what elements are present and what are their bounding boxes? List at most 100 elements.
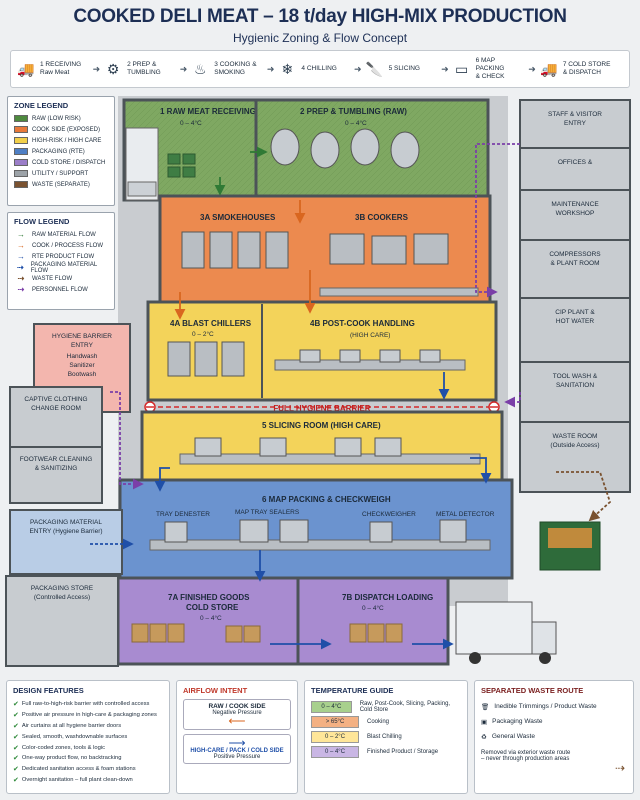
zone-legend: ZONE LEGEND RAW (LOW RISK)COOK SIDE (EXP… <box>7 96 115 206</box>
design-feature-text: Dedicated sanitation access & foam stati… <box>21 766 136 773</box>
zone-1-temp: 0 – 4°C <box>180 119 202 127</box>
flow-arrows <box>90 143 612 650</box>
floor-plan: 1 RAW MEAT RECEIVING 0 – 4°C 2 PREP & TU… <box>5 96 631 667</box>
zone-2-prep-tumbling: 2 PREP & TUMBLING (RAW) 0 – 4°C <box>254 98 490 202</box>
airflow-raw-label: RAW / COOK SIDE <box>208 703 266 710</box>
arrow-right-icon: ➜ <box>528 63 536 74</box>
zone-7a-temp: 0 – 4°C <box>200 614 222 622</box>
arrow-right-icon: ➜ <box>92 63 101 74</box>
check-icon: ✔ <box>13 755 19 763</box>
process-step: ⚙2 PREP & TUMBLING➜ <box>102 61 189 78</box>
process-step: 🔪5 SLICING➜ <box>364 61 451 78</box>
zone-7b-temp: 0 – 4°C <box>362 604 384 612</box>
process-flow-bar: 🚚1 RECEIVING Raw Meat➜⚙2 PREP & TUMBLING… <box>10 50 630 88</box>
right-room-name: OFFICES & <box>558 159 593 166</box>
design-feature-text: Air curtains at all hygiene barrier door… <box>21 722 122 729</box>
left-room-name: PACKAGING MATERIAL <box>30 519 102 526</box>
waste-route-label: General Waste <box>491 733 535 740</box>
left-room-name2: ENTRY <box>71 342 94 349</box>
check-icon: ✔ <box>13 733 19 741</box>
process-step-label: 1 RECEIVING Raw Meat <box>40 61 82 76</box>
left-room-name: CAPTIVE CLOTHING <box>24 396 87 403</box>
check-icon: ✔ <box>13 722 19 730</box>
process-step-label: 4 CHILLING <box>301 65 337 72</box>
zone-legend-item: WASTE (SEPARATE) <box>14 179 108 190</box>
steam-icon: ♨ <box>194 60 207 77</box>
temperature-guide-title: TEMPERATURE GUIDE <box>311 686 394 695</box>
waste-route-item: ♻General Waste <box>481 729 627 744</box>
zone-2-label: 2 PREP & TUMBLING (RAW) <box>300 107 407 116</box>
right-room-name: STAFF & VISITOR <box>548 111 602 118</box>
bottom-info-panels: DESIGN FEATURES ✔Full raw-to-high-risk b… <box>6 680 634 794</box>
process-step-label: 3 COOKING & SMOKING <box>214 61 257 76</box>
zone-legend-label: UTILITY / SUPPORT <box>32 170 89 177</box>
design-feature-text: Full raw-to-high-risk barrier with contr… <box>21 701 150 708</box>
waste-route-note: Removed via exterior waste route – never… <box>481 750 571 762</box>
arrow-right-icon: ➜ <box>441 63 449 74</box>
flow-legend-label: RTE PRODUCT FLOW <box>32 253 95 260</box>
right-room-name: WASTE ROOM <box>553 433 598 440</box>
process-step-label: 2 PREP & TUMBLING <box>127 61 161 76</box>
flow-legend-label: COOK / PROCESS FLOW <box>32 242 104 249</box>
process-step: ▭6 MAP PACKING & CHECK➜ <box>451 57 538 81</box>
waste-route-title: SEPARATED WASTE ROUTE <box>481 686 584 695</box>
temperature-range: 0 – 4°C <box>311 745 359 758</box>
design-feature-text: Positive air pressure in high-care & pac… <box>21 712 157 719</box>
truck-icon: 🚚 <box>17 60 35 77</box>
zone-4b-sub: (HIGH CARE) <box>350 332 390 339</box>
zone-7b-label: 7B DISPATCH LOADING <box>342 593 433 602</box>
right-room-name2: & PLANT ROOM <box>550 260 599 267</box>
process-step-label: 6 MAP PACKING & CHECK <box>475 57 505 80</box>
right-room-name: MAINTENANCE <box>551 201 599 208</box>
zone-color-swatch <box>14 148 28 155</box>
design-feature-item: ✔One-way product flow, no backtracking <box>13 753 163 764</box>
check-icon: ✔ <box>13 776 19 784</box>
zone-color-swatch <box>14 159 28 166</box>
temperature-desc: Cooking <box>367 718 390 725</box>
right-room-name2: WORKSHOP <box>556 210 595 217</box>
zone-legend-label: COLD STORE / DISPATCH <box>32 159 106 166</box>
zone-6-packing: 6 MAP PACKING & CHECKWEIGH TRAY DENESTER… <box>118 478 514 580</box>
flow-legend: FLOW LEGEND →RAW MATERIAL FLOW→COOK / PR… <box>7 212 115 310</box>
left-room-detail: Sanitizer <box>69 362 95 369</box>
flow-arrow-icon: → <box>17 252 25 261</box>
waste-route-arrow-icon: ⇢ <box>614 761 625 775</box>
zone-legend-item: PACKAGING (RTE) <box>14 146 108 157</box>
airflow-title: AIRFLOW INTENT <box>183 686 248 695</box>
flow-legend-item: ⇢ PACKAGING MATERIAL FLOW <box>14 261 108 274</box>
design-feature-text: Color-coded zones, tools & logic <box>21 744 106 751</box>
zone-legend-item: COOK SIDE (EXPOSED) <box>14 124 108 135</box>
check-icon: ✔ <box>13 701 19 709</box>
zone-4-chilling: 4A BLAST CHILLERS 0 – 2°C 4B POST-COOK H… <box>146 300 498 402</box>
flow-arrow-icon: ⇢ <box>17 263 24 272</box>
waste-route-item: ▣Packaging Waste <box>481 714 627 729</box>
temperature-row: 0 – 2°C Blast Chilling <box>311 729 461 744</box>
zone-legend-label: RAW (LOW RISK) <box>32 115 81 122</box>
flow-arrow-icon: → <box>17 241 25 250</box>
temperature-range: > 65°C <box>311 715 359 728</box>
right-room-name2: HOT WATER <box>556 318 594 325</box>
zone-3b-label: 3B COOKERS <box>355 213 409 222</box>
slicer-icon: 🔪 <box>365 60 384 77</box>
temperature-desc: Blast Chilling <box>367 733 402 740</box>
design-feature-item: ✔Positive air pressure in high-care & pa… <box>13 710 163 721</box>
right-room-name: COMPRESSORS <box>549 251 601 258</box>
zone-legend-label: WASTE (SEPARATE) <box>32 181 90 188</box>
airflow-panel: AIRFLOW INTENT RAW / COOK SIDE Negative … <box>176 680 298 794</box>
flow-legend-label: PACKAGING MATERIAL FLOW <box>30 261 97 274</box>
flow-legend-item: ⇢PERSONNEL FLOW <box>14 284 108 295</box>
process-step: 🚚 1 RECEIVING Raw Meat ➜ <box>15 61 102 78</box>
temperature-range: 0 – 2°C <box>311 730 359 743</box>
design-feature-item: ✔Air curtains at all hygiene barrier doo… <box>13 721 163 732</box>
zone-color-swatch <box>14 126 28 133</box>
zone-legend-label: PACKAGING (RTE) <box>32 148 85 155</box>
process-step: ❄4 CHILLING➜ <box>276 61 363 78</box>
flow-arrow-icon: ⇢ <box>17 274 25 283</box>
arrow-right-icon: ➜ <box>266 63 275 74</box>
left-room-detail: Bootwash <box>68 371 97 378</box>
zone-1-raw-receiving: 1 RAW MEAT RECEIVING 0 – 4°C <box>122 98 258 202</box>
page-subtitle: Hygienic Zoning & Flow Concept <box>232 31 408 45</box>
left-room-detail: Handwash <box>67 353 98 360</box>
